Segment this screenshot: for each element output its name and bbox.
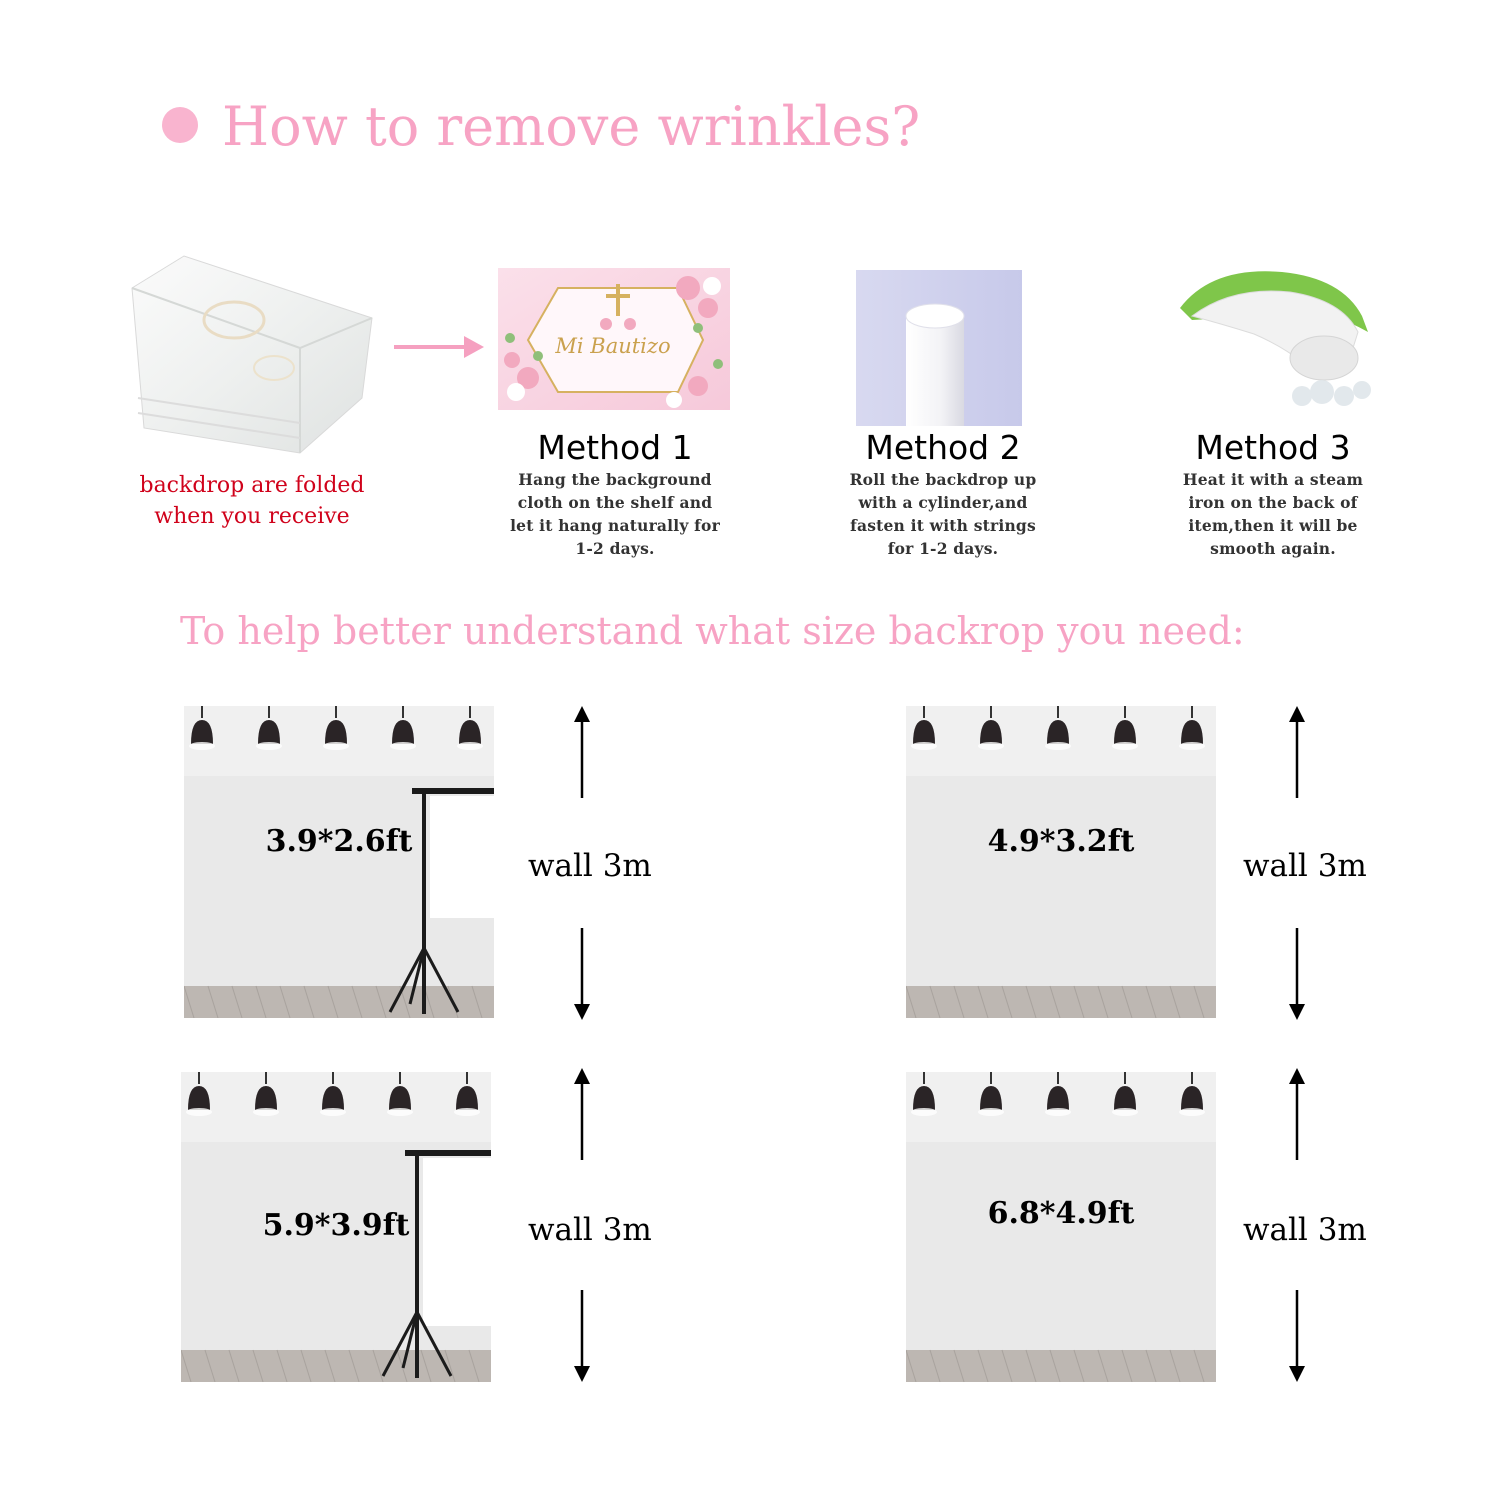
arrow-down-icon (572, 1290, 592, 1382)
method-3-desc: Heat it with a steam iron on the back of… (1162, 468, 1384, 560)
steam-iron-photo (1172, 246, 1374, 412)
method-2-title: Method 2 (865, 428, 1021, 467)
room-illustration (906, 1072, 1216, 1382)
method-2-desc-line: for 1-2 days. (887, 539, 999, 558)
backdrop-size-label: 5.9*3.9ft (262, 1208, 410, 1243)
method-1-title: Method 1 (537, 428, 693, 467)
room-illustration (184, 706, 494, 1018)
method-1-desc: Hang the background cloth on the shelf a… (504, 468, 726, 560)
method-3: Method 3 Heat it with a steam iron on th… (1162, 428, 1384, 560)
method-1-desc-line: Hang the background (518, 470, 712, 489)
arrow-up-icon (572, 706, 592, 798)
folded-caption: backdrop are folded when you receive (126, 470, 378, 532)
arrow-down-icon (1287, 928, 1307, 1020)
arrow-up-icon (1287, 706, 1307, 798)
method-1-desc-line: let it hang naturally for (510, 516, 720, 535)
wall-height-label: wall 3m (528, 848, 652, 884)
room-panel: 4.9*3.2ft (906, 706, 1216, 1018)
bullet-dot (162, 107, 198, 143)
wall-height-label: wall 3m (528, 1212, 652, 1248)
room-panel: 3.9*2.6ft (184, 706, 494, 1018)
wall-height-label: wall 3m (1243, 848, 1367, 884)
room-illustration (181, 1072, 491, 1382)
photo-caption-mi-bautizo: Mi Bautizo (555, 334, 671, 358)
method-2-desc-line: Roll the backdrop up (849, 470, 1037, 489)
method-1-desc-line: cloth on the shelf and (517, 493, 713, 512)
method-3-desc-line: iron on the back of (1188, 493, 1358, 512)
page-title: How to remove wrinkles? (222, 95, 921, 158)
backdrop-size-label: 4.9*3.2ft (987, 824, 1135, 859)
arrow-down-icon (1287, 1290, 1307, 1382)
folded-cloth-photo (124, 248, 376, 458)
size-guide-heading: To help better understand what size back… (180, 609, 1245, 653)
floral-backdrop-photo (498, 268, 730, 410)
room-illustration (906, 706, 1216, 1018)
method-3-title: Method 3 (1195, 428, 1351, 467)
method-3-desc-line: Heat it with a steam (1182, 470, 1364, 489)
backdrop-size-label: 6.8*4.9ft (987, 1196, 1135, 1231)
method-2-desc: Roll the backdrop up with a cylinder,and… (832, 468, 1054, 560)
arrow-right-icon (394, 334, 484, 360)
wall-height-label: wall 3m (1243, 1212, 1367, 1248)
folded-caption-line2: when you receive (154, 504, 350, 529)
arrow-up-icon (572, 1068, 592, 1160)
rolled-cylinder-photo (856, 270, 1022, 426)
method-3-desc-line: smooth again. (1210, 539, 1336, 558)
method-1: Method 1 Hang the background cloth on th… (504, 428, 726, 560)
room-panel: 6.8*4.9ft (906, 1072, 1216, 1382)
arrow-up-icon (1287, 1068, 1307, 1160)
backdrop-size-label: 3.9*2.6ft (265, 824, 413, 859)
method-1-desc-line: 1-2 days. (575, 539, 655, 558)
method-2-desc-line: with a cylinder,and (858, 493, 1028, 512)
folded-caption-line1: backdrop are folded (139, 473, 365, 498)
method-3-desc-line: item,then it will be (1188, 516, 1358, 535)
method-2: Method 2 Roll the backdrop up with a cyl… (832, 428, 1054, 560)
method-2-desc-line: fasten it with strings (850, 516, 1036, 535)
arrow-down-icon (572, 928, 592, 1020)
room-panel: 5.9*3.9ft (181, 1072, 491, 1382)
